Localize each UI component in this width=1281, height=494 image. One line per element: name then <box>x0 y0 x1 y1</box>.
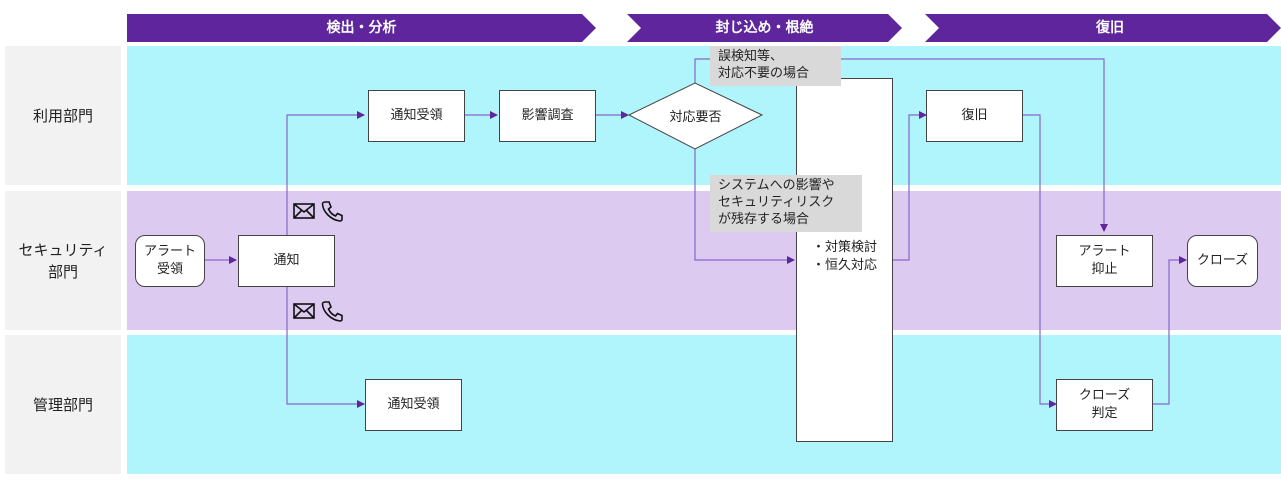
node-admin-notice-receipt[interactable]: 通知受領 <box>365 379 462 431</box>
node-alert-suppression[interactable]: アラート 抑止 <box>1056 235 1153 287</box>
lane-label-security-dept: セキュリティ 部門 <box>5 191 121 330</box>
mail-icon <box>293 303 315 319</box>
note-risk-remaining: システムへの影響や セキュリティリスク が残存する場合 <box>710 175 862 232</box>
lane-label-user-dept: 利用部門 <box>5 46 121 185</box>
connector-notify-to-admin-receipt <box>286 287 365 408</box>
countermeasures-text: ・対策検討 ・恒久対応 <box>811 240 877 273</box>
node-impact-investigation[interactable]: 影響調査 <box>499 90 596 142</box>
note-no-response-needed: 誤検知等、 対応不要の場合 <box>710 46 841 86</box>
node-close-judgement[interactable]: クローズ 判定 <box>1056 379 1153 431</box>
phone-icon <box>321 301 343 322</box>
phase-label: 封じ込め・根絶 <box>715 20 814 36</box>
connector-decision-no-response <box>694 58 1108 232</box>
phase-containment-eradication: 封じ込め・根絶 <box>627 14 902 42</box>
node-alert-receipt[interactable]: アラート 受領 <box>135 235 205 287</box>
lane-label-admin-dept: 管理部門 <box>5 335 121 474</box>
node-notify[interactable]: 通知 <box>238 235 335 287</box>
connector-notify-to-user-receipt <box>286 111 365 235</box>
phase-label: 復旧 <box>1096 20 1124 36</box>
node-user-notice-receipt[interactable]: 通知受領 <box>368 90 465 142</box>
node-recovery[interactable]: 復旧 <box>926 90 1023 142</box>
decision-diamond <box>627 82 764 150</box>
node-countermeasures[interactable]: ・対策検討 ・恒久対応 <box>796 78 893 442</box>
mail-icon <box>293 203 315 219</box>
connector-decision-to-countermeasures <box>694 149 795 264</box>
decision-response-needed[interactable]: 対応要否 <box>669 110 722 125</box>
phase-recovery: 復旧 <box>925 14 1281 42</box>
connector-recovery-to-close-judgement <box>1022 114 1057 408</box>
connector-countermeasures-to-recovery <box>892 111 927 261</box>
node-close[interactable]: クローズ <box>1187 235 1258 287</box>
phone-icon <box>321 201 343 222</box>
phase-detection-analysis: 検出・分析 <box>127 14 596 42</box>
connector-judgement-to-close <box>1153 256 1187 405</box>
phase-label: 検出・分析 <box>326 20 397 36</box>
